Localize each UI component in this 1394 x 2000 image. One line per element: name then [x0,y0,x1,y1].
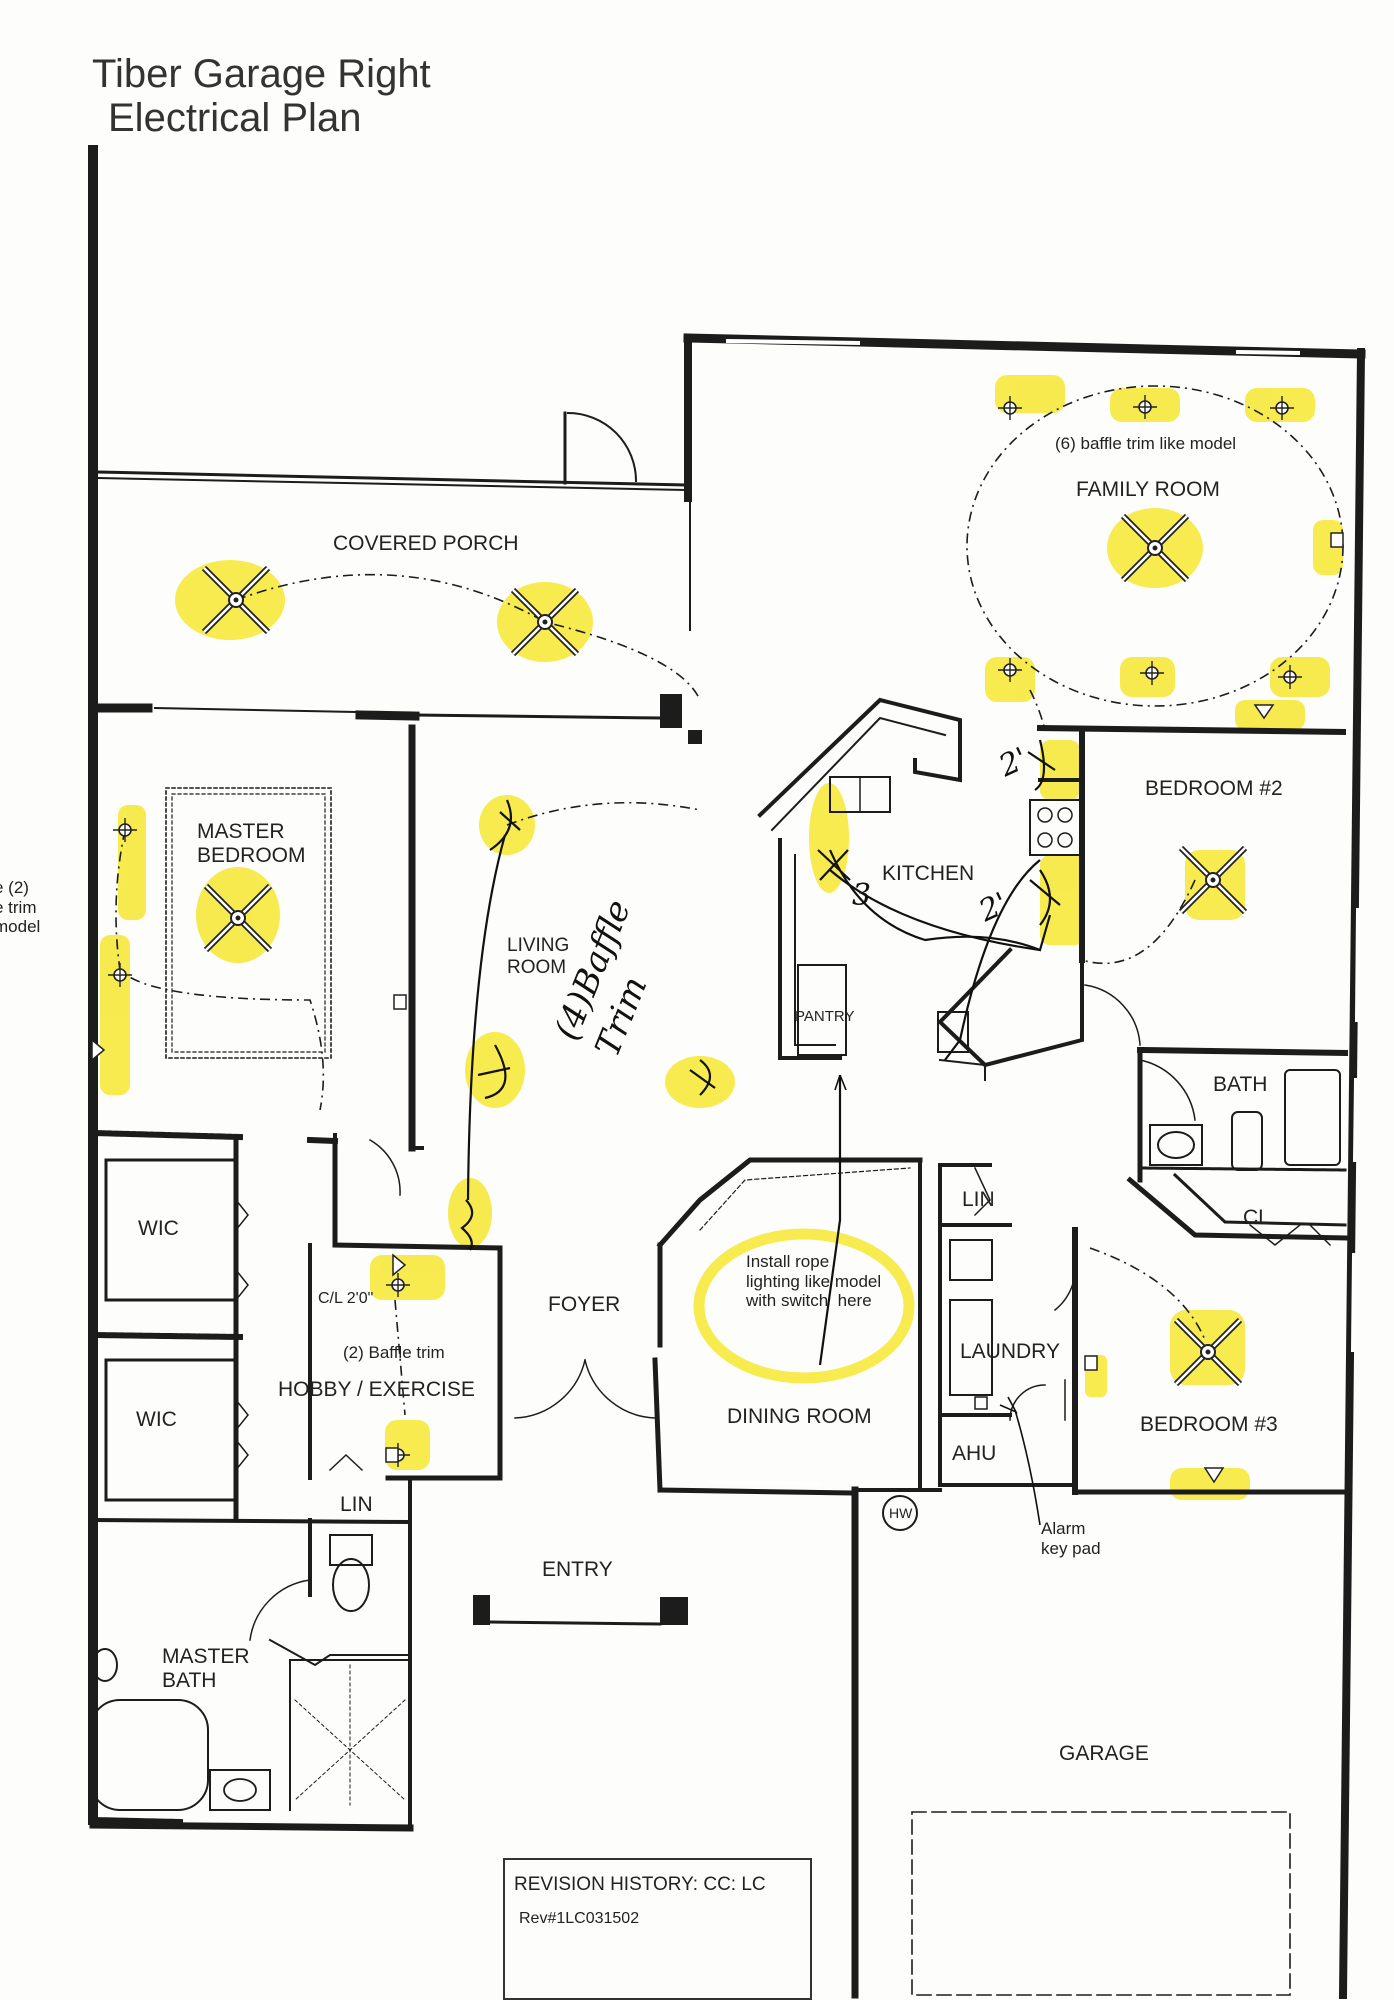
label-bedroom-2: BEDROOM #2 [1145,777,1283,800]
label-bath: BATH [1213,1073,1268,1096]
note-cl-height: C/L 2'0" [318,1290,374,1307]
label-pantry: PANTRY [795,1008,855,1025]
label-wic-1: WIC [138,1217,179,1240]
label-lin-1: LIN [962,1188,995,1211]
note-rope-lighting: Install rope lighting like model with sw… [746,1252,882,1311]
label-bedroom-3: BEDROOM #3 [1140,1413,1278,1436]
label-cl: CL [1243,1206,1270,1229]
note-family-baffle: (6) baffle trim like model [1055,434,1237,453]
walls [88,145,1366,2000]
label-lin-2: LIN [340,1493,373,1516]
label-kitchen: KITCHEN [882,862,975,885]
label-living-room: LIVING ROOM [507,935,570,978]
revision-label: REVISION HISTORY: CC: LC [514,1874,766,1895]
label-laundry: LAUNDRY [960,1340,1060,1363]
label-master-bath: MASTER BATH [162,1645,250,1693]
note-hobby-baffle: (2) Baffle trim [343,1343,445,1362]
label-hobby-exercise: HOBBY / EXERCISE [278,1378,475,1401]
outlets [91,532,1344,1484]
label-covered-porch: COVERED PORCH [333,532,519,555]
plan-title-line2: Electrical Plan [108,96,362,140]
pen-marks [460,739,1061,1526]
handwritten-kitchen-count: 3 [852,878,872,913]
label-garage: GARAGE [1059,1742,1149,1765]
label-wic-2: WIC [136,1408,177,1431]
revision-box: REVISION HISTORY: CC: LC Rev#1LC031502 [503,1858,812,2000]
plan-title-line1: Tiber Garage Right [92,52,431,96]
revision-number: Rev#1LC031502 [519,1910,640,1927]
label-family-room: FAMILY ROOM [1076,478,1220,501]
note-left-margin: e (2) e trim model [0,878,41,937]
label-master-bedroom: MASTER BEDROOM [197,820,306,868]
label-entry: ENTRY [542,1558,613,1581]
label-ahu: AHU [952,1442,997,1465]
label-dining-room: DINING ROOM [727,1405,872,1428]
label-foyer: FOYER [548,1293,621,1316]
label-hot-water: HW [889,1505,913,1521]
note-alarm-keypad: Alarm key pad [1041,1519,1101,1558]
